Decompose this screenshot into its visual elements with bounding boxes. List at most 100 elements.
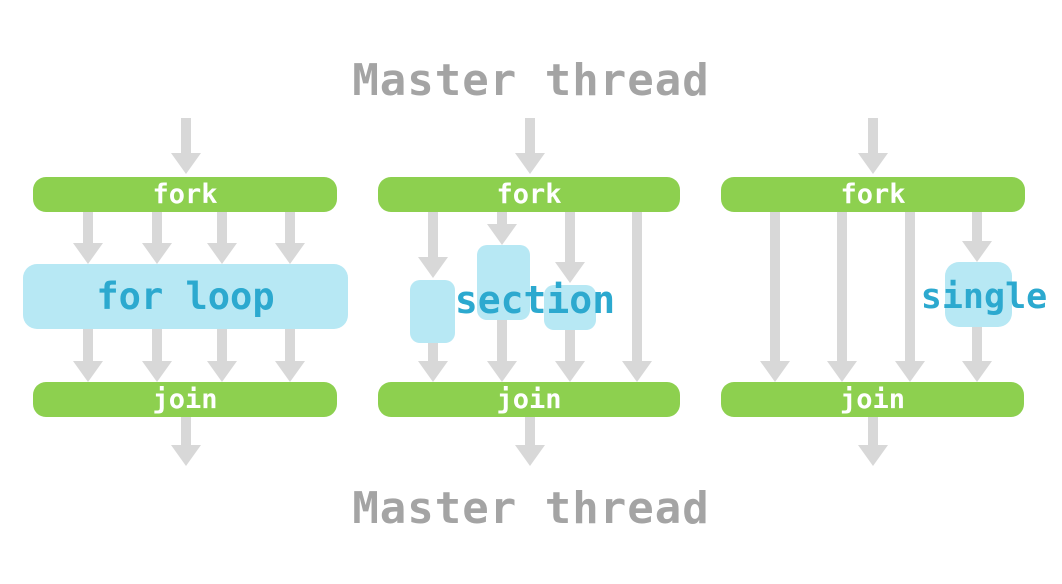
thread-arrow: [760, 212, 790, 382]
thread-arrow: [962, 212, 992, 262]
join-bar-label: join: [152, 384, 218, 415]
arrow-head-down-icon: [418, 257, 448, 278]
for-loop-region: for loop: [23, 264, 348, 329]
arrow-shaft: [972, 327, 982, 366]
fork-bar-for-loop: fork: [33, 177, 337, 212]
arrow-head-down-icon: [418, 361, 448, 382]
thread-arrow: [962, 327, 992, 382]
arrow-head-down-icon: [895, 361, 925, 382]
arrow-head-down-icon: [760, 361, 790, 382]
arrow-head-down-icon: [73, 361, 103, 382]
arrow-head-down-icon: [171, 153, 201, 174]
arrow-head-down-icon: [555, 262, 585, 283]
arrow-shaft: [428, 212, 438, 262]
arrow-shaft: [525, 416, 535, 450]
thread-arrow: [487, 212, 517, 245]
thread-arrow: [418, 343, 448, 382]
arrow-head-down-icon: [487, 224, 517, 245]
fork-bar-label: fork: [152, 179, 218, 210]
thread-arrow: [827, 212, 857, 382]
for-loop-region-label: for loop: [96, 275, 275, 318]
arrow-shaft: [525, 118, 535, 158]
join-exit-arrow: [515, 416, 545, 466]
arrow-shaft: [497, 212, 507, 229]
arrow-shaft: [217, 329, 227, 366]
thread-arrow: [142, 329, 172, 382]
arrow-shaft: [217, 212, 227, 248]
arrow-head-down-icon: [858, 445, 888, 466]
arrow-head-down-icon: [622, 361, 652, 382]
master-arrow-middle: [515, 118, 545, 174]
arrow-head-down-icon: [515, 445, 545, 466]
arrow-shaft: [152, 329, 162, 366]
arrow-head-down-icon: [207, 243, 237, 264]
thread-arrow: [418, 212, 448, 278]
section-region-3: [544, 285, 596, 330]
arrow-shaft: [285, 329, 295, 366]
master-arrow-right: [858, 118, 888, 174]
master-thread-top-label: Master thread: [352, 55, 710, 106]
arrow-shaft: [868, 416, 878, 450]
thread-arrow: [622, 212, 652, 382]
arrow-shaft: [905, 212, 915, 366]
arrow-shaft: [565, 330, 575, 366]
join-bar-for-loop: join: [33, 382, 337, 417]
arrow-head-down-icon: [171, 445, 201, 466]
arrow-shaft: [497, 320, 507, 366]
thread-arrow: [555, 212, 585, 283]
arrow-shaft: [83, 329, 93, 366]
arrow-head-down-icon: [487, 361, 517, 382]
join-bar-section: join: [378, 382, 680, 417]
thread-arrow: [142, 212, 172, 264]
thread-arrow: [73, 329, 103, 382]
arrow-shaft: [181, 416, 191, 450]
single-region: [945, 262, 1012, 327]
section-region-1: [410, 280, 455, 343]
master-thread-bottom-label: Master thread: [352, 483, 710, 534]
arrow-head-down-icon: [515, 153, 545, 174]
arrow-shaft: [632, 212, 642, 366]
arrow-shaft: [837, 212, 847, 366]
arrow-head-down-icon: [962, 241, 992, 262]
thread-arrow: [275, 212, 305, 264]
arrow-head-down-icon: [962, 361, 992, 382]
arrow-head-down-icon: [207, 361, 237, 382]
arrow-head-down-icon: [275, 243, 305, 264]
arrow-shaft: [565, 212, 575, 267]
join-bar-label: join: [496, 384, 562, 415]
arrow-shaft: [83, 212, 93, 248]
thread-arrow: [207, 329, 237, 382]
section-label: section: [454, 278, 616, 322]
fork-bar-single: fork: [721, 177, 1025, 212]
fork-bar-label: fork: [496, 179, 562, 210]
arrow-head-down-icon: [142, 361, 172, 382]
master-arrow-left: [171, 118, 201, 174]
join-exit-arrow: [858, 416, 888, 466]
join-exit-arrow: [171, 416, 201, 466]
fork-bar-label: fork: [840, 179, 906, 210]
arrow-shaft: [770, 212, 780, 366]
thread-arrow: [275, 329, 305, 382]
arrow-shaft: [285, 212, 295, 248]
arrow-shaft: [428, 343, 438, 366]
thread-arrow: [207, 212, 237, 264]
thread-arrow: [73, 212, 103, 264]
thread-arrow: [487, 320, 517, 382]
thread-arrow: [555, 330, 585, 382]
arrow-head-down-icon: [142, 243, 172, 264]
arrow-shaft: [868, 118, 878, 158]
fork-bar-section: fork: [378, 177, 680, 212]
single-label: single: [920, 277, 1048, 317]
section-region-2: [477, 245, 530, 320]
arrow-head-down-icon: [73, 243, 103, 264]
arrow-head-down-icon: [827, 361, 857, 382]
arrow-shaft: [181, 118, 191, 158]
arrow-head-down-icon: [275, 361, 305, 382]
arrow-shaft: [972, 212, 982, 246]
thread-arrow: [895, 212, 925, 382]
join-bar-single: join: [721, 382, 1024, 417]
arrow-shaft: [152, 212, 162, 248]
arrow-head-down-icon: [858, 153, 888, 174]
arrow-head-down-icon: [555, 361, 585, 382]
